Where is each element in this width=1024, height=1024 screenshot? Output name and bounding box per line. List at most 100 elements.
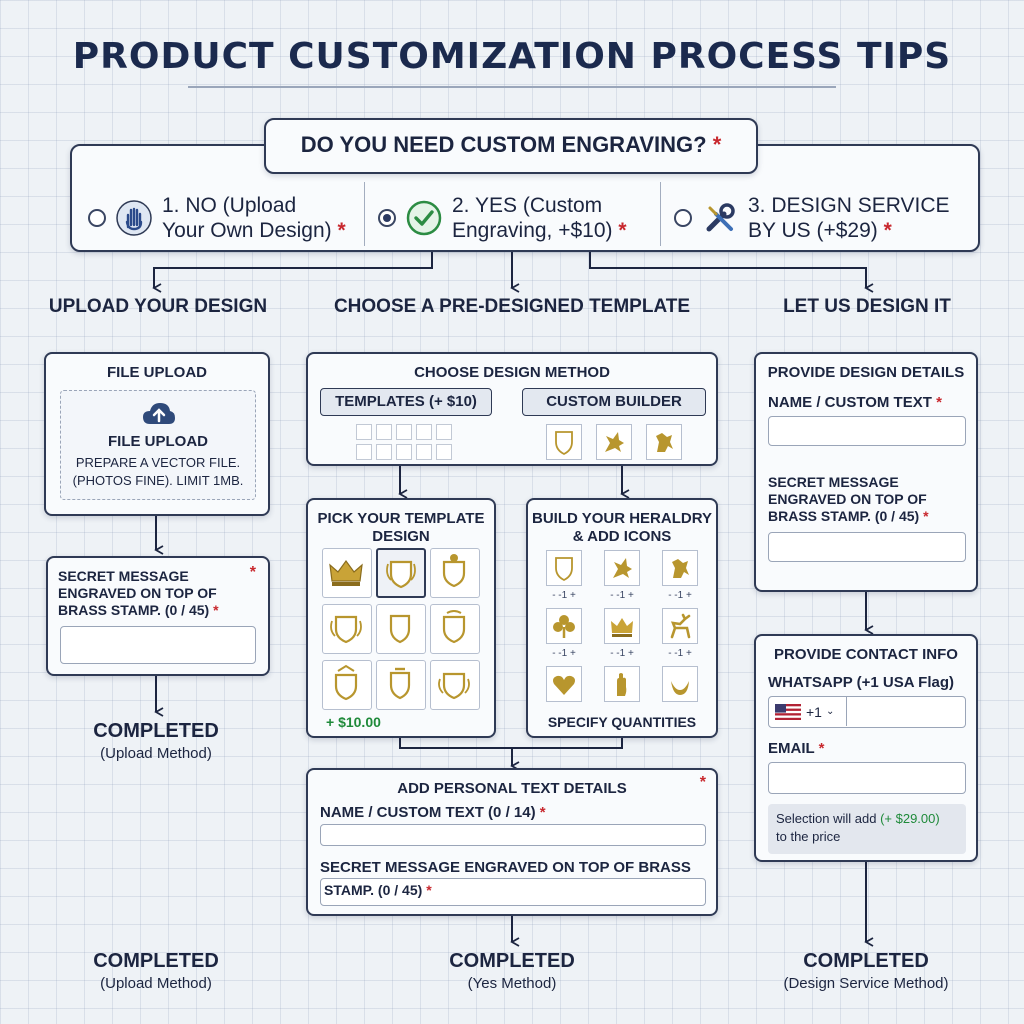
template-thumb[interactable] (356, 444, 372, 460)
email-input[interactable] (768, 762, 966, 794)
upload-secret-input[interactable] (60, 626, 256, 664)
specify-quantities: SPECIFY QUANTITIES (547, 714, 697, 730)
page-title: PRODUCT CUSTOMIZATION PROCESS TIPS (72, 36, 952, 77)
template-thumb[interactable] (356, 424, 372, 440)
crown-icon (611, 618, 633, 637)
design-name-input[interactable] (768, 416, 966, 446)
crest-icon (386, 560, 416, 589)
option-yes-custom[interactable]: 2. YES (Custom Engraving, +$10) * (378, 190, 627, 246)
design-heading: LET US DESIGN IT (783, 296, 951, 317)
template-thumb[interactable] (416, 424, 432, 440)
radio-no-upload[interactable] (88, 209, 106, 227)
icon-griffin[interactable] (604, 550, 640, 586)
template-crest[interactable] (376, 604, 426, 654)
quantity-stepper[interactable]: - -1 + (552, 590, 576, 601)
builder-griffin-thumb[interactable] (596, 424, 632, 460)
radio-yes-custom[interactable] (378, 209, 396, 227)
template-crest[interactable] (322, 660, 372, 710)
country-code-select[interactable]: +1 ⌄ (769, 697, 847, 726)
template-thumb[interactable] (396, 444, 412, 460)
crest-icon (442, 610, 466, 644)
design-method-box: CHOOSE DESIGN METHOD TEMPLATES (+ $10) C… (306, 352, 718, 466)
icon-heart[interactable] (546, 666, 582, 702)
lion-icon (656, 433, 673, 452)
heart-icon (553, 675, 575, 695)
template-crest[interactable] (430, 548, 480, 598)
required-mark: * (712, 132, 722, 157)
template-thumb[interactable] (416, 444, 432, 460)
custom-builder-button[interactable]: CUSTOM BUILDER (522, 388, 706, 416)
template-price: + $10.00 (326, 714, 381, 730)
dropzone-title: FILE UPLOAD (108, 433, 208, 450)
design-secret-input[interactable] (768, 532, 966, 562)
template-crest[interactable] (430, 660, 480, 710)
icon-shield[interactable] (546, 550, 582, 586)
radio-design-service[interactable] (674, 209, 692, 227)
option-yes-label-1: 2. YES (Custom (452, 194, 603, 217)
option-yes-label-2: Engraving, +$10) (452, 219, 613, 242)
price-note: Selection will add (+ $29.00) to the pri… (768, 804, 966, 854)
upload-completed-sub: (Upload Method) (100, 745, 212, 762)
name-input[interactable] (320, 824, 706, 846)
builder-shield-thumb[interactable] (546, 424, 582, 460)
option-design-service[interactable]: 3. DESIGN SERVICE BY US (+$29) * (674, 190, 950, 246)
lion-icon (672, 559, 689, 578)
option-no-upload[interactable]: 1. NO (Upload Your Own Design) * (88, 190, 346, 246)
templates-button[interactable]: TEMPLATES (+ $10) (320, 388, 492, 416)
template-thumb[interactable] (376, 424, 392, 440)
question-text: DO YOU NEED CUSTOM ENGRAVING? (300, 132, 707, 157)
name-label: NAME / CUSTOM TEXT (0 / 14) * (320, 804, 546, 821)
option-no-label-2: Your Own Design) (162, 219, 332, 242)
template-crest[interactable] (376, 660, 426, 710)
stag-icon (670, 613, 691, 639)
whatsapp-input[interactable]: +1 ⌄ (768, 696, 966, 728)
quantity-stepper[interactable]: - -1 + (610, 590, 634, 601)
griffin-icon (605, 432, 624, 452)
upload-completed-bottom-sub: (Upload Method) (100, 975, 212, 992)
template-crest[interactable] (322, 604, 372, 654)
whatsapp-label: WHATSAPP (+1 USA Flag) (768, 674, 954, 691)
icon-crescent[interactable] (662, 666, 698, 702)
upload-secret-label: SECRET MESSAGE ENGRAVED ON TOP OF BRASS … (58, 568, 219, 618)
design-secret-label: SECRET MESSAGE ENGRAVED ON TOP OF BRASS … (768, 474, 929, 524)
us-flag-icon (775, 703, 801, 720)
engraving-question: DO YOU NEED CUSTOM ENGRAVING? * (264, 118, 758, 174)
icon-hand[interactable] (604, 666, 640, 702)
secret-message-input[interactable] (320, 878, 706, 906)
design-name-label: NAME / CUSTOM TEXT * (768, 394, 942, 411)
shield-icon (555, 431, 573, 456)
secret-message-label: SECRET MESSAGE ENGRAVED ON TOP OF BRASS (320, 859, 691, 876)
crest-icon (442, 554, 466, 588)
icon-crown[interactable] (604, 608, 640, 644)
quantity-stepper[interactable]: - -1 + (668, 648, 692, 659)
template-thumb[interactable] (376, 444, 392, 460)
template-thumb[interactable] (436, 444, 452, 460)
file-upload-title: FILE UPLOAD (107, 364, 207, 381)
required-mark: * (618, 219, 627, 242)
personal-text-title: ADD PERSONAL TEXT DETAILS (397, 780, 627, 797)
wrench-screwdriver-icon (706, 203, 735, 232)
icon-lion[interactable] (662, 550, 698, 586)
option-no-label-1: 1. NO (Upload (162, 194, 297, 217)
builder-lion-thumb[interactable] (646, 424, 682, 460)
template-crown[interactable] (322, 548, 372, 598)
icon-stag[interactable] (662, 608, 698, 644)
template-thumb[interactable] (436, 424, 452, 440)
template-crest[interactable] (430, 604, 480, 654)
option-design-label-2: BY US (+$29) (748, 219, 878, 242)
quantity-stepper[interactable]: - -1 + (552, 648, 576, 659)
file-dropzone[interactable]: FILE UPLOAD PREPARE A VECTOR FILE. (PHOT… (60, 390, 256, 500)
country-code: +1 (806, 703, 822, 720)
icon-clover[interactable] (546, 608, 582, 644)
quantity-stepper[interactable]: - -1 + (668, 590, 692, 601)
contact-info-box: PROVIDE CONTACT INFO WHATSAPP (+1 USA Fl… (754, 634, 978, 862)
quantity-stepper[interactable]: - -1 + (610, 648, 634, 659)
hand-icon (617, 673, 627, 696)
template-crest-selected[interactable] (376, 548, 426, 598)
contact-info-title: PROVIDE CONTACT INFO (774, 646, 958, 663)
griffin-icon (613, 558, 632, 578)
dropzone-hint-2: (PHOTOS FINE). LIMIT 1MB. (72, 473, 244, 488)
heraldry-title: BUILD YOUR HERALDRY & ADD ICONS (531, 510, 712, 545)
template-thumb[interactable] (396, 424, 412, 440)
